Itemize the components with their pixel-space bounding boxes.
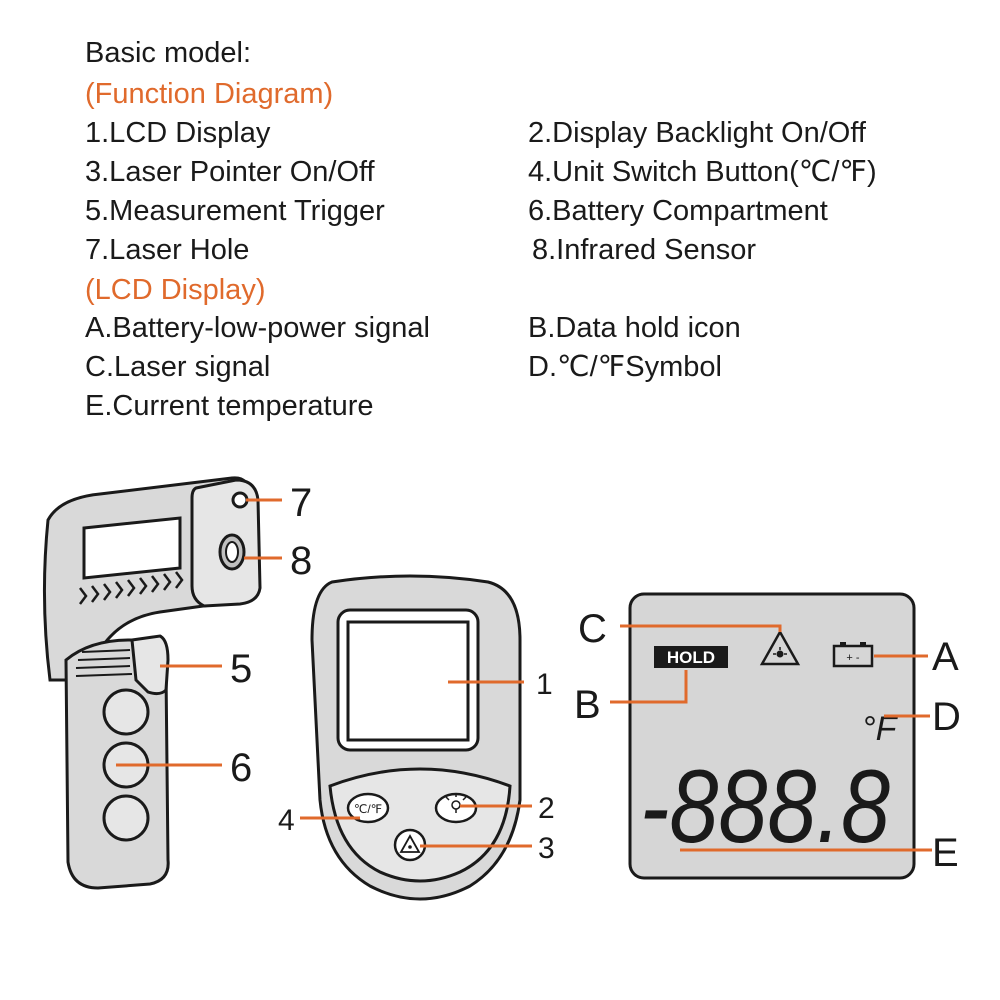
callout-c: C <box>578 607 607 651</box>
unit-switch-label: ℃/℉ <box>354 802 382 816</box>
front-view-thermometer: ℃/℉ 1 2 3 4 <box>278 574 555 901</box>
leader-b <box>610 670 688 704</box>
callout-7: 7 <box>290 481 312 525</box>
hold-label: HOLD <box>667 648 715 667</box>
function-item-6: 6.Battery Compartment <box>528 195 828 227</box>
lcd-item-b: B.Data hold icon <box>528 312 741 344</box>
lcd-closeup: HOLD + - °F -888.8 C B A D E <box>574 592 961 880</box>
laser-warning-icon <box>399 834 421 853</box>
callout-1: 1 <box>536 668 553 701</box>
unit-switch-button <box>346 792 390 824</box>
lcd-display-heading: (LCD Display) <box>85 274 266 306</box>
lcd-item-c: C.Laser signal <box>85 351 271 383</box>
gun-side-lcd <box>82 516 182 580</box>
callout-2: 2 <box>538 792 555 825</box>
lcd-item-a: A.Battery-low-power signal <box>85 312 430 344</box>
callout-8: 8 <box>290 539 312 583</box>
hold-icon <box>654 646 728 668</box>
callout-e: E <box>932 831 959 875</box>
callout-a: A <box>932 635 959 679</box>
function-item-1: 1.LCD Display <box>85 117 271 149</box>
callout-d: D <box>932 695 961 739</box>
battery-compartment-bottom <box>102 794 150 842</box>
function-item-4: 4.Unit Switch Button(℃/℉) <box>528 156 877 188</box>
callout-6: 6 <box>230 746 252 790</box>
callout-4: 4 <box>278 804 295 837</box>
function-item-8: 8.Infrared Sensor <box>532 234 757 266</box>
battery-low-icon <box>832 644 874 668</box>
battery-polarity: + - <box>846 652 859 664</box>
function-diagram-heading: (Function Diagram) <box>85 78 334 110</box>
laser-signal-icon <box>759 629 801 666</box>
callout-3: 3 <box>538 832 555 865</box>
function-item-5: 5.Measurement Trigger <box>85 195 385 227</box>
temperature-reading: -888.8 <box>640 749 890 865</box>
page-title: Basic model: <box>85 37 252 69</box>
laser-hole <box>231 491 249 509</box>
side-view-thermometer: 7 8 5 6 <box>42 476 312 890</box>
function-item-7: 7.Laser Hole <box>85 234 250 266</box>
lcd-item-e: E.Current temperature <box>85 390 374 422</box>
callout-b: B <box>574 683 601 727</box>
backlight-button <box>434 792 478 824</box>
gun-grip-ridges <box>79 571 184 605</box>
callout-5: 5 <box>230 647 252 691</box>
function-item-2: 2.Display Backlight On/Off <box>528 117 866 149</box>
battery-compartment-top <box>102 688 150 736</box>
leader-c <box>620 624 782 632</box>
lcd-item-d: D.℃/℉Symbol <box>528 351 722 383</box>
trigger <box>130 634 170 696</box>
function-item-3: 3.Laser Pointer On/Off <box>85 156 375 188</box>
